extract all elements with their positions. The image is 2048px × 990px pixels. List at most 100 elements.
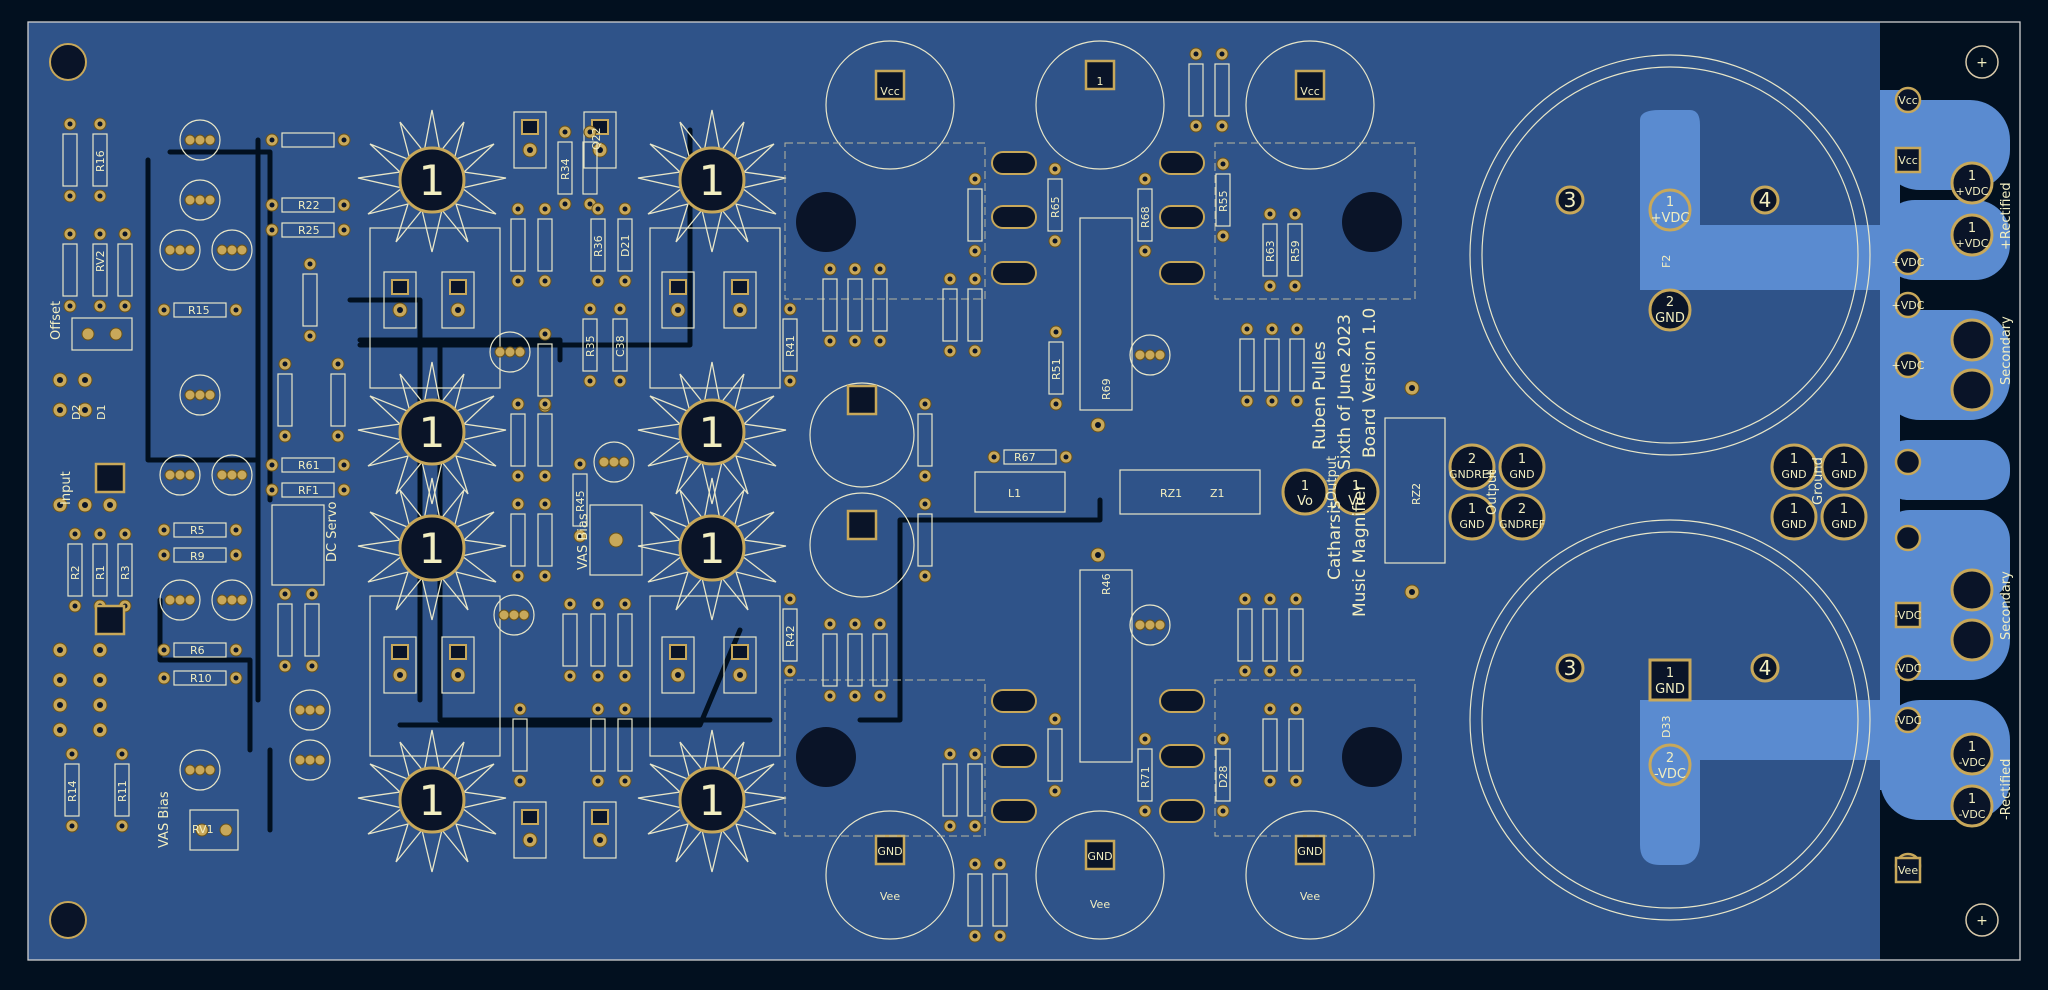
svg-text:R34: R34 [559,158,572,180]
svg-text:R35: R35 [584,335,597,357]
svg-text:1: 1 [1840,452,1848,467]
minus-rectified-label: -Rectified [1999,759,2014,820]
input-label: Input [59,471,74,505]
svg-text:1: 1 [1468,502,1476,517]
svg-text:R2: R2 [69,565,82,580]
svg-text:R16: R16 [94,150,107,172]
output-pads[interactable] [1281,443,1868,541]
output-stage-outlines [784,142,1416,837]
svg-text:Vee: Vee [1300,890,1320,903]
svg-text:RZ2: RZ2 [1410,483,1423,505]
svg-text:1: 1 [1968,792,1976,807]
svg-text:R25: R25 [298,224,320,237]
svg-text:GND: GND [1655,682,1685,697]
svg-text:+VDC: +VDC [1892,359,1925,372]
dc-servo-block [271,504,325,586]
svg-text:D28: D28 [1217,766,1230,788]
heatsink-num: 1 [699,776,726,825]
svg-text:4: 4 [1759,656,1772,680]
svg-text:GND: GND [877,845,902,858]
svg-text:R69: R69 [1100,378,1113,400]
offset-trimmer [71,317,133,351]
svg-text:1: 1 [1666,195,1674,210]
svg-text:R59: R59 [1289,240,1302,262]
reservoir-cap-labels: 3 4 3 4 1 +VDC 2 GND 1 GND 2 -VDC [1564,188,1772,782]
supply-connector-labels: 1 +VDC 1 +VDC 1 -VDC 1 -VDC [1956,169,1989,821]
svg-text:Vcc: Vcc [1898,154,1918,167]
supply-connector-pads[interactable] [1950,161,1994,828]
svg-text:C38: C38 [614,335,627,357]
svg-text:RV2: RV2 [94,250,107,272]
ground-label: Ground [1811,457,1826,505]
mounting-hole-tl [49,43,87,81]
heatsink-num: 1 [699,408,726,457]
svg-text:D1: D1 [95,405,108,420]
svg-text:GND: GND [1509,468,1534,481]
svg-text:GND: GND [1297,845,1322,858]
svg-text:GNDREF: GNDREF [1499,518,1545,531]
svg-text:R6: R6 [190,644,205,657]
svg-text:GND: GND [1831,518,1856,531]
svg-text:R46: R46 [1100,573,1113,595]
svg-text:RV1: RV1 [192,823,214,836]
svg-text:D21: D21 [619,235,632,257]
heatsink-num: 1 [419,776,446,825]
offset-label: Offset [49,301,64,340]
svg-text:Vcc: Vcc [880,85,900,98]
svg-text:RZ1: RZ1 [1160,487,1182,500]
mounting-hole-tr: + [1965,45,1999,79]
svg-text:-VDC: -VDC [1958,756,1985,769]
svg-text:Vcc: Vcc [1898,94,1918,107]
svg-text:2: 2 [1666,295,1674,310]
output-pad-labels: 1 Vo 1 Vo 2 GNDREF 1 GND 1 GND 2 GNDREF … [1297,452,1857,531]
board-info: Ruben Pulles Sixth of June 2023 Board Ve… [1310,308,1380,617]
svg-text:2: 2 [1666,751,1674,766]
svg-text:Z1: Z1 [1210,487,1225,500]
heatsink-num: 1 [699,156,726,205]
svg-text:GND: GND [1781,468,1806,481]
svg-text:R41: R41 [784,335,797,357]
heatsink-pad-labels: 1 1 1 1 1 1 1 1 [419,156,726,825]
svg-text:GND: GND [1087,850,1112,863]
svg-text:+VDC: +VDC [1956,237,1989,250]
svg-text:D2: D2 [70,405,83,420]
svg-text:4: 4 [1759,188,1772,212]
svg-text:F2: F2 [1660,255,1673,268]
svg-text:R55: R55 [1217,190,1230,212]
svg-text:2: 2 [1468,452,1476,467]
dc-servo-label: DC Servo [325,501,340,562]
svg-text:GND: GND [1459,518,1484,531]
svg-text:Vo: Vo [1348,494,1364,509]
mounting-hole-br: + [1965,903,1999,937]
bridge-pad-labels: Vcc Vcc +VDC +VDC +VDC -VDC -VDC -VDC Ve… [1892,94,1925,877]
svg-text:-VDC: -VDC [1894,714,1921,727]
svg-text:+VDC: +VDC [1956,185,1989,198]
reference-designators: R16 RV2 D2 D1 R2 R1 R3 R14 R11 R15 R5 R9… [66,127,1673,836]
secondary-bottom-label: Secondary [1999,571,2014,640]
svg-text:RF1: RF1 [298,484,319,497]
svg-text:R71: R71 [1139,766,1152,788]
svg-text:Vo: Vo [1297,494,1313,509]
svg-text:-VDC: -VDC [1894,609,1921,622]
svg-text:R61: R61 [298,459,320,472]
version-text: Board Version 1.0 [1360,308,1380,458]
plus-rectified-label: +Rectified [1999,182,2014,250]
svg-text:R36: R36 [592,235,605,257]
svg-text:1: 1 [1968,740,1976,755]
svg-text:Vcc: Vcc [1300,85,1320,98]
svg-text:+VDC: +VDC [1651,211,1690,226]
svg-text:1: 1 [1666,666,1674,681]
svg-text:+: + [1976,913,1988,929]
svg-text:R15: R15 [188,304,210,317]
reservoir-capacitors [1469,54,1871,921]
svg-text:1: 1 [1840,502,1848,517]
driver-resistors-pads [991,151,1205,823]
svg-text:R10: R10 [190,672,212,685]
svg-text:GND: GND [1781,518,1806,531]
svg-text:R45: R45 [574,490,587,512]
svg-text:R68: R68 [1139,206,1152,228]
svg-text:1: 1 [1097,75,1104,88]
vas-bias-mid-label: VAS Bias [576,513,591,570]
svg-text:-VDC: -VDC [1958,808,1985,821]
